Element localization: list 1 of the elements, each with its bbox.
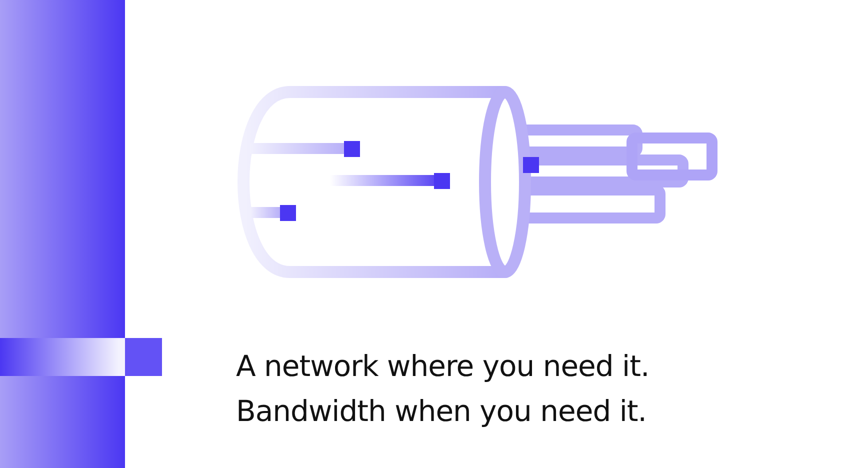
tagline: A network where you need it. Bandwidth when you need it. xyxy=(236,348,650,430)
